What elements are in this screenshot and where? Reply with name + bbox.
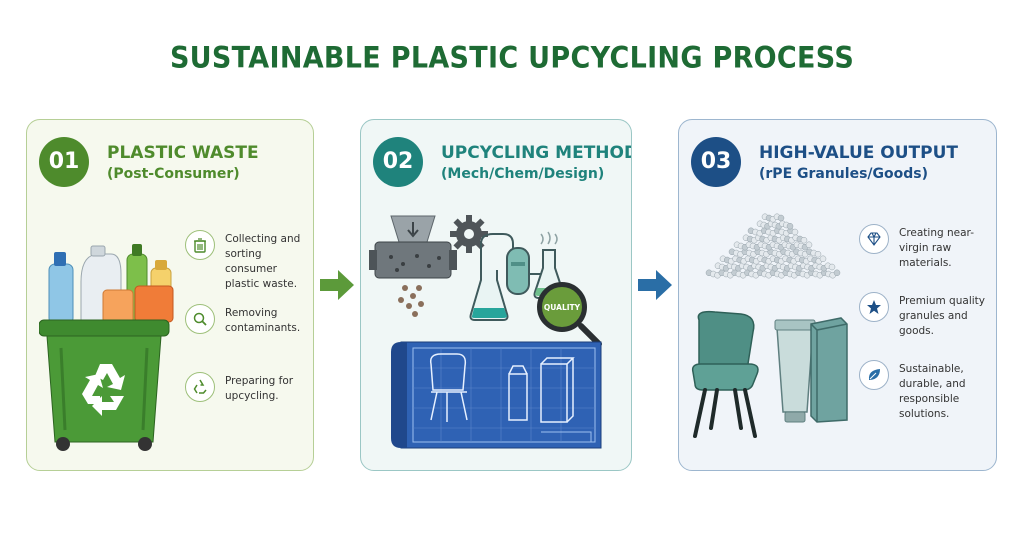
panel-high-value-output: 03 HIGH-VALUE OUTPUT (rPE Granules/Goods… — [678, 119, 997, 471]
step-number-badge: 03 — [691, 137, 741, 187]
recycle-icon — [185, 372, 215, 402]
step-text: Sustainable, durable, and responsible so… — [899, 363, 966, 420]
granule-pile-illustration — [705, 213, 841, 279]
step-item: Sustainable, durable, and responsible so… — [859, 360, 989, 422]
quality-check-badge: QUALITY — [537, 282, 587, 332]
packaging-products-illustration — [774, 317, 848, 423]
arrow-right-icon — [320, 270, 354, 300]
trash-can-icon — [185, 230, 215, 260]
panel-title: HIGH-VALUE OUTPUT — [759, 143, 958, 163]
step-number-badge: 01 — [39, 137, 89, 187]
panel-subtitle: (Post-Consumer) — [107, 166, 240, 182]
panel-subtitle: (Mech/Chem/Design) — [441, 166, 605, 182]
chair-illustration — [691, 310, 759, 438]
recycling-bin-illustration — [39, 244, 174, 451]
panel-upcycling-method: 02 UPCYCLING METHOD (Mech/Chem/Design) Q… — [360, 119, 632, 471]
step-item: Collecting and sorting consumer plastic … — [185, 230, 310, 292]
diamond-icon — [859, 224, 889, 254]
step-number-badge: 02 — [373, 137, 423, 187]
chemistry-lab-illustration — [469, 231, 565, 321]
star-icon — [859, 292, 889, 322]
arrow-right-icon — [638, 270, 672, 300]
step-item: Preparing for upcycling. — [185, 372, 310, 404]
step-text: Collecting and sorting consumer plastic … — [225, 233, 301, 290]
magnifier-handle-icon — [578, 323, 602, 347]
panel-title: PLASTIC WASTE — [107, 143, 259, 163]
quality-label: QUALITY — [543, 302, 581, 312]
page-title: SUSTAINABLE PLASTIC UPCYCLING PROCESS — [169, 41, 855, 76]
step-text: Preparing for upcycling. — [225, 375, 294, 402]
panel-subtitle: (rPE Granules/Goods) — [759, 166, 928, 182]
panel-title: UPCYCLING METHOD — [441, 143, 632, 163]
step-text: Creating near-virgin raw materials. — [899, 227, 974, 269]
shredder-machine-illustration — [369, 215, 488, 317]
panel-plastic-waste: 01 PLASTIC WASTE (Post-Consumer) — [26, 119, 314, 471]
step-item: Creating near-virgin raw materials. — [859, 224, 989, 271]
magnifier-icon — [185, 304, 215, 334]
leaf-icon — [859, 360, 889, 390]
step-item: Premium quality granules and goods. — [859, 292, 989, 339]
step-item: Removing contaminants. — [185, 304, 310, 336]
step-text: Removing contaminants. — [225, 307, 301, 334]
step-text: Premium quality granules and goods. — [899, 295, 985, 337]
product-blueprint-illustration — [391, 341, 602, 449]
